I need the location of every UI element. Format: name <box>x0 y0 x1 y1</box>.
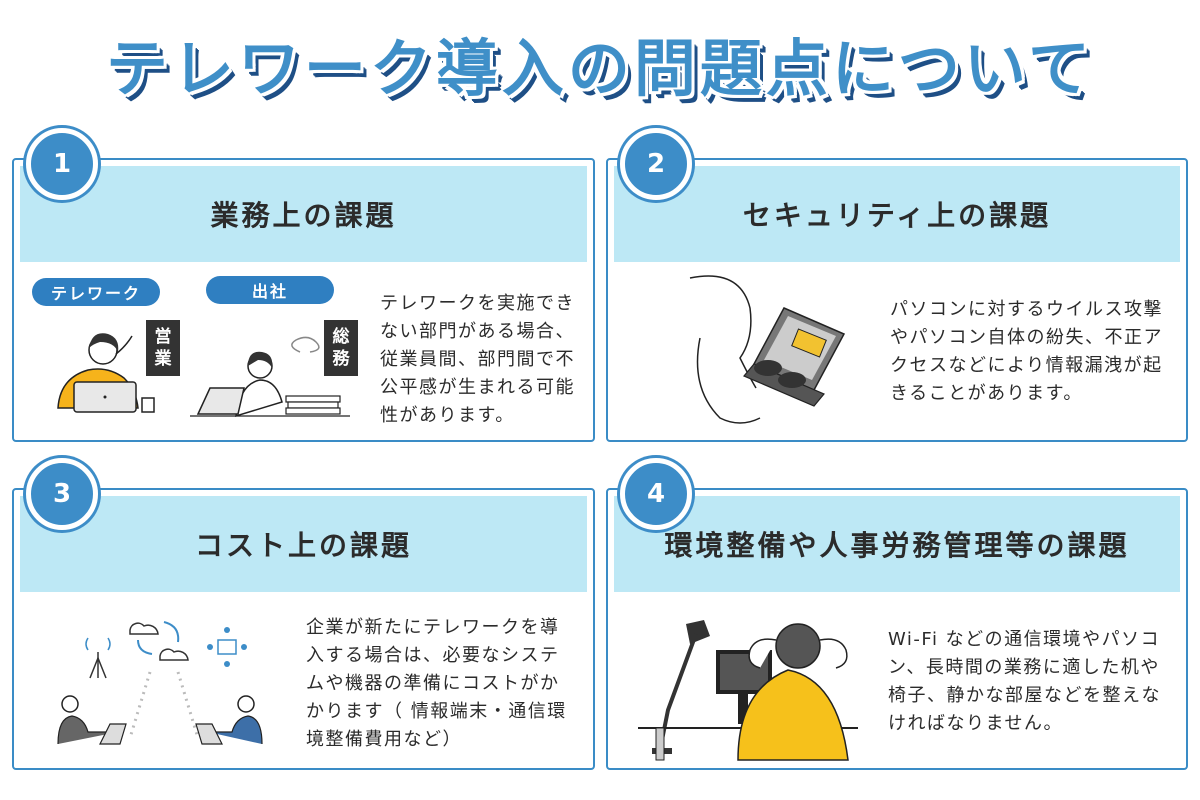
general-affairs-label-char: 総 <box>332 327 350 347</box>
panel-heading: 環境整備や人事労務管理等の課題 <box>614 496 1180 592</box>
tag-office: 出社 <box>206 276 334 304</box>
tag-telework: テレワーク <box>32 278 160 306</box>
office-worker-illustration <box>190 336 350 418</box>
text-line: クセスなどにより情報漏洩が起 <box>890 355 1163 376</box>
text-line: きることがあります。 <box>890 383 1083 404</box>
page-title: テレワーク導入の問題点について <box>105 32 1095 105</box>
panel-description: Wi-Fi などの通信環境やパソコ ン、長時間の業務に適した机や 椅子、静かな部… <box>888 626 1180 738</box>
sales-label-char: 営 <box>154 327 172 347</box>
sales-label-char: 業 <box>154 349 172 369</box>
text-line: 公平感が生まれる可能 <box>380 377 575 398</box>
sales-label: 営 業 <box>146 320 180 376</box>
text-line: ムや機器の準備にコストがか <box>306 673 560 694</box>
text-line: 性があります。 <box>380 405 515 426</box>
text-line: 入する場合は、必要なシステ <box>306 645 560 666</box>
text-line: 境整備費用など） <box>306 729 462 750</box>
panel-environment: 環境整備や人事労務管理等の課題 Wi-Fi などの通信環境やパソコ ン、長時間の… <box>606 488 1188 770</box>
text-line: パソコンに対するウイルス攻撃 <box>890 299 1163 320</box>
panel-cost: コスト上の課題 企業が新たにテレワークを導 入する場合は、必要なシステ ムや機器… <box>12 488 595 770</box>
number-badge: 2 <box>620 128 692 200</box>
text-line: ければなりません。 <box>888 713 1063 734</box>
home-office-illustration <box>638 620 858 761</box>
laptop-hacked-illustration <box>689 275 846 424</box>
telework-worker-illustration <box>57 333 155 413</box>
text-line: かります（ 情報端末・通信環 <box>306 701 567 722</box>
number-badge: 4 <box>620 458 692 530</box>
text-line: 従業員間、部門間で不 <box>380 349 575 370</box>
panel-security: セキュリティ上の課題 パソコンに対するウイルス攻撃 やパソコン自体の紛失、不正ア… <box>606 158 1188 442</box>
panel-heading: セキュリティ上の課題 <box>614 166 1180 262</box>
text-line: やパソコン自体の紛失、不正ア <box>890 327 1163 348</box>
text-line: 椅子、静かな部屋などを整えな <box>888 685 1161 706</box>
panel-description: パソコンに対するウイルス攻撃 やパソコン自体の紛失、不正ア クセスなどにより情報… <box>890 296 1180 408</box>
panel-heading: 業務上の課題 <box>20 166 587 262</box>
text-line: テレワークを実施でき <box>380 293 575 314</box>
panel-description: テレワークを実施でき ない部門がある場合、 従業員間、部門間で不 公平感が生まれ… <box>380 290 590 430</box>
text-line: 企業が新たにテレワークを導 <box>306 617 560 638</box>
text-line: Wi-Fi などの通信環境やパソコ <box>888 629 1161 650</box>
number-badge: 1 <box>26 128 98 200</box>
panel-description: 企業が新たにテレワークを導 入する場合は、必要なシステ ムや機器の準備にコストが… <box>306 614 586 754</box>
panel-business: 業務上の課題 テレワーク 出社 営 業 総 務 テレワークを実施でき ない部門が… <box>12 158 595 442</box>
general-affairs-label-char: 務 <box>332 349 350 369</box>
network-cost-illustration <box>57 621 263 745</box>
text-line: ない部門がある場合、 <box>380 321 575 342</box>
text-line: ン、長時間の業務に適した机や <box>888 657 1160 678</box>
panel-heading: コスト上の課題 <box>20 496 587 592</box>
general-affairs-label: 総 務 <box>324 320 358 376</box>
number-badge: 3 <box>26 458 98 530</box>
